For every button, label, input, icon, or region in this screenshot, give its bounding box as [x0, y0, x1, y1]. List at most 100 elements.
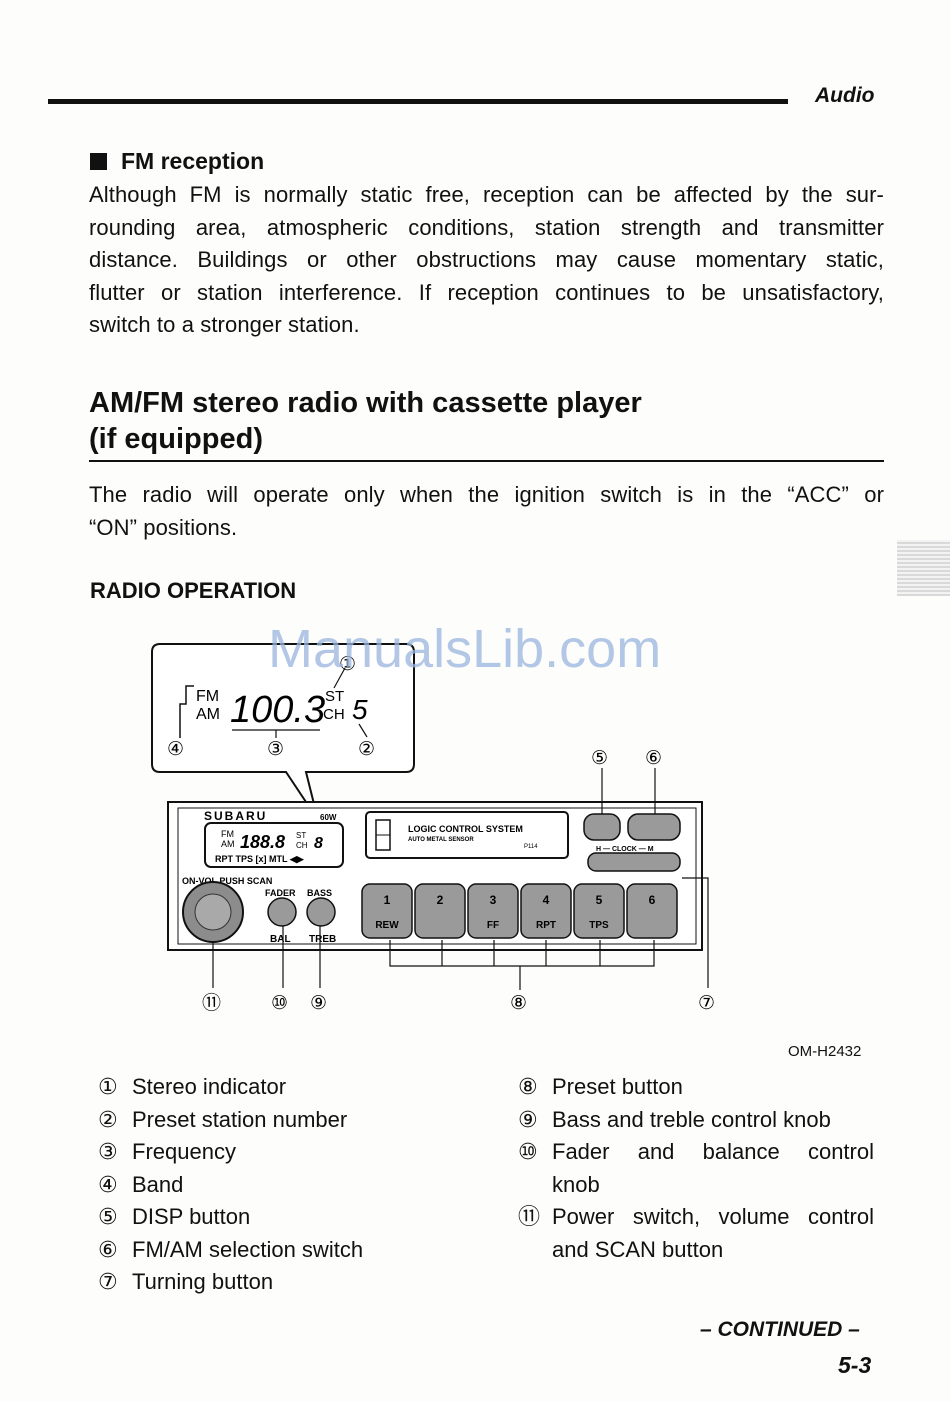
- legend-text: Power switch, volume control: [552, 1204, 874, 1229]
- legend-number: [518, 1169, 552, 1202]
- display-band-am: AM: [196, 706, 220, 723]
- intro-paragraph: The radio will operate only when the ign…: [89, 479, 884, 544]
- tuning-button: [587, 852, 681, 872]
- unit-lcd-preset: 8: [314, 835, 323, 852]
- preset-number: 6: [649, 893, 656, 907]
- legend-item: ⑨ Bass and treble control knob: [518, 1104, 874, 1137]
- preset-number: 4: [543, 893, 550, 907]
- legend-number: ⑨: [518, 1106, 538, 1132]
- preset-number: 2: [437, 893, 444, 907]
- legend-number: ⑩: [518, 1139, 538, 1164]
- legend-item: ⑩ Fader and balance control: [518, 1136, 874, 1169]
- legend-text: Fader and balance control: [552, 1139, 874, 1164]
- callout-11: ⑪: [202, 992, 221, 1014]
- legend-text: FM/AM selection switch: [132, 1236, 364, 1262]
- callout-6: ⑥: [645, 748, 662, 769]
- legend-item: ⑥ FM/AM selection switch: [98, 1234, 478, 1267]
- logic-title: LOGIC CONTROL SYSTEM: [408, 824, 523, 834]
- unit-lcd-status: RPT TPS [x] MTL ◀▶: [215, 854, 305, 864]
- callout-10: ⑩: [271, 993, 288, 1014]
- preset-label: FF: [487, 920, 499, 931]
- callout-4: ④: [167, 739, 184, 760]
- legend-item: knob: [518, 1169, 874, 1202]
- logic-subtitle: AUTO METAL SENSOR: [408, 837, 474, 843]
- preset-label: TPS: [589, 920, 609, 931]
- legend-text: Preset station number: [132, 1106, 348, 1132]
- preset-button: [520, 883, 572, 939]
- preset-label: RPT: [536, 920, 556, 931]
- paragraph-line: Although FM is normally static free, rec…: [89, 182, 884, 207]
- display-st: ST: [325, 688, 344, 705]
- watermark: ManualsLib.com: [268, 619, 662, 679]
- legend-item: and SCAN button: [518, 1234, 874, 1267]
- legend-item: ③ Frequency: [98, 1136, 478, 1169]
- legend-number: [518, 1234, 552, 1267]
- legend-number: ⑤: [98, 1204, 118, 1229]
- legend-number: ⑧: [518, 1074, 538, 1099]
- section-header: Audio: [815, 84, 875, 107]
- legend-text: Turning button: [132, 1269, 274, 1294]
- preset-button: [361, 883, 413, 939]
- legend-text: knob: [552, 1171, 600, 1197]
- page-number: 5-3: [838, 1352, 872, 1378]
- fm-am-switch: [627, 813, 681, 841]
- cassette-slot: [365, 811, 569, 859]
- legend-item: ② Preset station number: [98, 1104, 478, 1137]
- legend-item: ⑪ Power switch, volume control: [518, 1201, 874, 1234]
- preset-button: [414, 883, 466, 939]
- unit-lcd-st: ST: [296, 831, 306, 840]
- fm-reception-paragraph: Although FM is normally static free, rec…: [89, 179, 884, 342]
- legend-text: Band: [132, 1171, 184, 1197]
- treb-label: TREB: [309, 934, 336, 945]
- callout-7: ⑦: [698, 993, 715, 1014]
- legend-number: ②: [98, 1106, 118, 1132]
- legend-text: Frequency: [132, 1139, 236, 1164]
- radio-operation-heading: RADIO OPERATION: [90, 578, 297, 603]
- display-ch: CH: [323, 706, 345, 723]
- legend-item: ⑦ Turning button: [98, 1266, 478, 1299]
- callout-8: ⑧: [510, 993, 527, 1014]
- legend-number: ⑪: [518, 1204, 541, 1229]
- callout-1: ①: [339, 654, 356, 675]
- disp-button: [583, 813, 621, 841]
- clock-label: H — CLOCK — M: [596, 846, 654, 853]
- display-band-fm: FM: [196, 688, 219, 705]
- bass-label: BASS: [307, 888, 332, 898]
- square-bullet-icon: [90, 153, 107, 170]
- bass-knob: [306, 897, 336, 927]
- callout-5: ⑤: [591, 748, 608, 769]
- legend-number: ③: [98, 1139, 118, 1164]
- legend-text: and SCAN button: [552, 1236, 724, 1262]
- legend-number: ④: [98, 1171, 118, 1197]
- preset-number: 1: [384, 893, 391, 907]
- display-frequency: 100.3: [230, 689, 325, 731]
- paragraph-line: distance. Buildings or other obstruction…: [89, 247, 884, 272]
- preset-number: 5: [596, 893, 603, 907]
- fader-label: FADER: [265, 888, 296, 898]
- preset-label: REW: [375, 920, 399, 931]
- legend-number: ⑥: [98, 1236, 118, 1262]
- legend-text: Stereo indicator: [132, 1074, 287, 1099]
- paragraph-line: rounding area, atmospheric conditions, s…: [89, 214, 884, 240]
- unit-lcd-fm: FM: [221, 829, 234, 839]
- display-preset: 5: [352, 694, 368, 725]
- preset-button: [467, 883, 519, 939]
- unit-watt: 60W: [320, 813, 337, 822]
- continued-label: – CONTINUED –: [700, 1318, 860, 1341]
- fm-reception-heading-text: FM reception: [121, 148, 265, 174]
- knob-label: ON-VOL PUSH SCAN: [182, 876, 272, 886]
- legend-number: ⑦: [98, 1269, 118, 1294]
- legend-text: Bass and treble control knob: [552, 1106, 831, 1132]
- preset-button: [573, 883, 625, 939]
- fm-reception-heading: FM reception: [90, 148, 264, 175]
- callout-9: ⑨: [310, 993, 327, 1014]
- paragraph-line: The radio will operate only when the ign…: [89, 482, 884, 507]
- logic-model: P114: [524, 844, 538, 850]
